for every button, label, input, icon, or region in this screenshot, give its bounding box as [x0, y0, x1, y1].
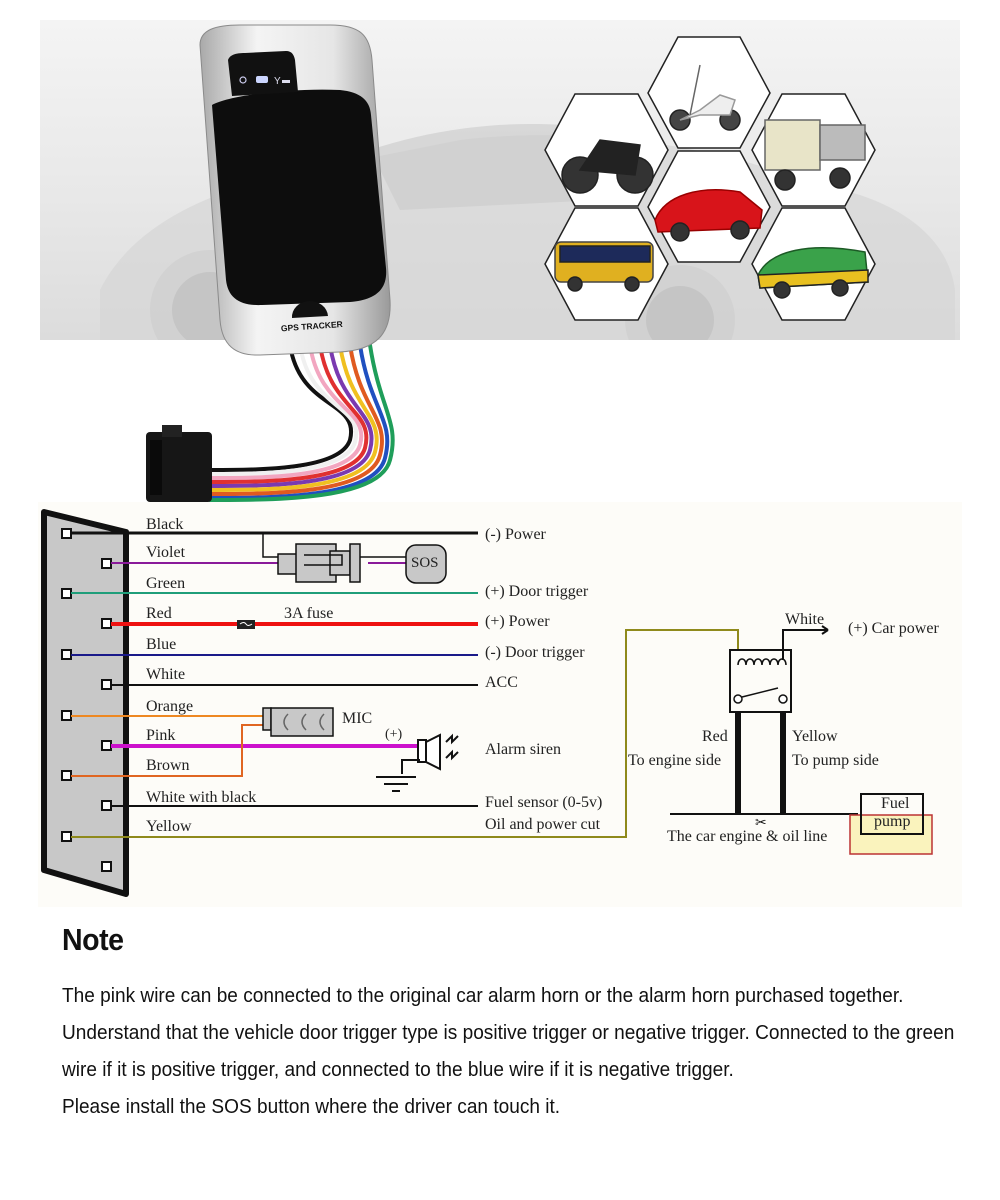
wire-brown — [71, 724, 263, 777]
wire-label-orange: Orange — [146, 698, 194, 715]
target-label-pos-power: (+) Power — [485, 613, 550, 630]
fuel-pump-label-1: Fuel — [881, 795, 910, 812]
connector-pins — [61, 528, 112, 872]
siren-horn-icon — [401, 733, 459, 774]
fuel-pump-label-2: pump — [874, 813, 911, 830]
wire-label-blue: Blue — [146, 636, 177, 653]
wire-label-white-with-black: White with black — [146, 789, 257, 806]
sos-label: SOS — [411, 555, 439, 571]
note-paragraph-pink-wire: The pink wire can be connected to the or… — [62, 984, 904, 1007]
target-label-pos-door: (+) Door trigger — [485, 583, 589, 600]
connector-block — [41, 509, 129, 897]
target-label-acc: ACC — [485, 674, 518, 691]
wire-label-black: Black — [146, 516, 184, 533]
truck-hexagon — [751, 93, 876, 207]
wire-label-brown: Brown — [146, 757, 190, 774]
relay-white-label: White — [785, 611, 825, 628]
engine-oil-line-label: The car engine & oil line — [667, 828, 828, 845]
siren-polarity-label: (+) — [385, 727, 403, 742]
sos-button — [405, 544, 447, 584]
sports-car-hexagon — [647, 150, 771, 263]
note-paragraph-door-trigger: Understand that the vehicle door trigger… — [62, 1021, 955, 1081]
svg-text:✂: ✂ — [755, 815, 767, 831]
motorcycle-hexagon — [544, 93, 669, 207]
wiring-diagram: ✂ Black Violet Green Red Blue White Oran… — [38, 502, 962, 907]
wire-label-green: Green — [146, 575, 186, 592]
fuel-pump-box — [860, 793, 924, 835]
vehicle-hexagon-grid — [544, 36, 876, 321]
taxi-hexagon — [751, 207, 876, 321]
wire-connector-plug — [146, 425, 212, 502]
scissors-cut-icon: ✂ — [755, 815, 767, 831]
target-label-neg-power: (-) Power — [485, 526, 546, 543]
note-paragraph-sos: Please install the SOS button where the … — [62, 1095, 561, 1118]
relay-engine-side-label: To engine side — [628, 752, 722, 769]
mic-label: MIC — [342, 710, 373, 727]
fuse-label: 3A fuse — [284, 605, 334, 622]
target-label-neg-door: (-) Door trigger — [485, 644, 585, 661]
relay-yellow-label: Yellow — [792, 728, 838, 745]
relay-red-label: Red — [702, 728, 728, 745]
wire-label-red: Red — [146, 605, 172, 622]
bus-hexagon — [544, 207, 669, 321]
hero-banner — [40, 20, 960, 340]
target-label-alarm-siren: Alarm siren — [485, 741, 561, 758]
relay-icon — [670, 625, 858, 815]
wire-label-violet: Violet — [146, 544, 186, 561]
note-section: Note The pink wire can be connected to t… — [62, 922, 962, 1125]
relay-pump-side-label: To pump side — [792, 752, 879, 769]
sos-switch-icon — [277, 543, 408, 583]
wire-label-yellow: Yellow — [146, 818, 192, 835]
wire-label-white: White — [146, 666, 186, 683]
microphone-icon — [262, 707, 334, 737]
fuse-icon — [237, 620, 255, 629]
wire-label-pink: Pink — [146, 727, 176, 744]
wire-yellow — [71, 629, 739, 838]
wire-lines — [71, 531, 739, 838]
note-title: Note — [62, 922, 124, 957]
wire-harness — [208, 343, 395, 502]
relay-car-power-label: (+) Car power — [848, 620, 939, 637]
ground-icon — [376, 776, 416, 792]
target-label-fuel-sensor: Fuel sensor (0-5v) — [485, 794, 603, 811]
scooter-hexagon — [647, 36, 771, 149]
target-label-oil-power-cut: Oil and power cut — [485, 816, 601, 833]
